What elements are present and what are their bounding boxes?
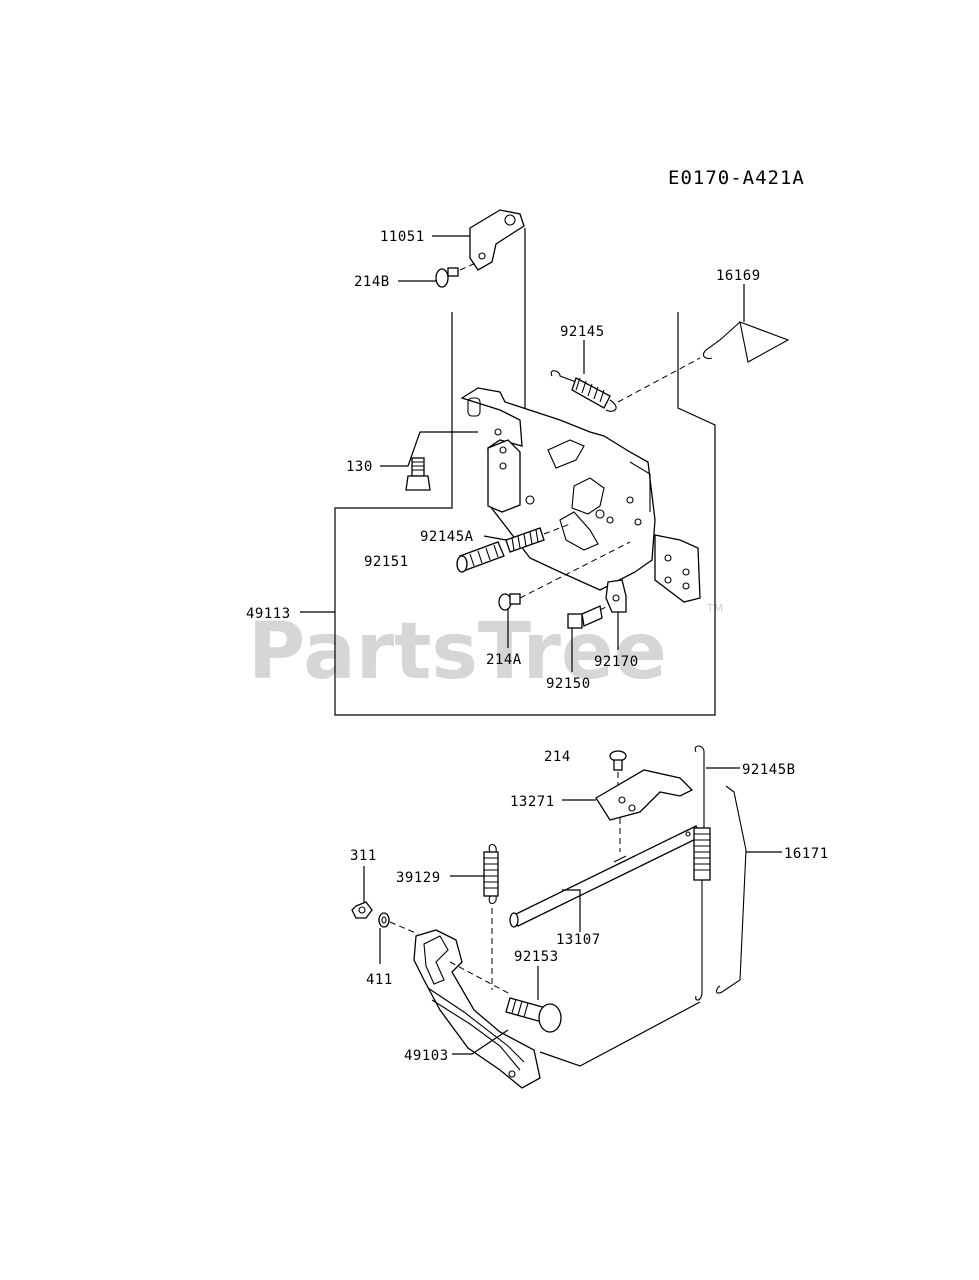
label-92145A: 92145A	[420, 529, 474, 545]
pin-92153[interactable]	[505, 997, 562, 1033]
bolt-92151[interactable]	[456, 541, 505, 573]
spring-92145B[interactable]	[693, 745, 711, 1001]
bolt-214A[interactable]	[498, 541, 631, 611]
group-frame-49113	[300, 312, 716, 716]
label-214B: 214B	[354, 274, 390, 290]
bracket-11051[interactable]	[459, 209, 525, 271]
label-16171: 16171	[784, 846, 829, 862]
bolt-130[interactable]	[405, 457, 431, 491]
leader-49103	[452, 1029, 509, 1055]
spring-39129[interactable]	[483, 843, 499, 991]
bolt-92150[interactable]	[567, 601, 617, 629]
label-411: 411	[366, 972, 393, 988]
label-311: 311	[350, 848, 377, 864]
spring-92145[interactable]	[550, 370, 617, 412]
nut-311[interactable]	[351, 901, 373, 919]
leader-13107	[562, 889, 581, 932]
rod-16171[interactable]	[715, 785, 747, 994]
label-13271: 13271	[510, 794, 555, 810]
lever-49103[interactable]	[413, 929, 541, 1089]
diagram-code: E0170-A421A	[668, 167, 805, 189]
label-49113: 49113	[246, 606, 291, 622]
label-92145: 92145	[560, 324, 605, 340]
label-214A: 214A	[486, 652, 522, 668]
label-92150: 92150	[546, 676, 591, 692]
label-11051: 11051	[380, 229, 425, 245]
spring-92145A[interactable]	[505, 523, 571, 553]
shaft-13107[interactable]	[509, 825, 703, 928]
washer-411[interactable]	[378, 912, 419, 935]
plate-13271[interactable]	[595, 769, 694, 821]
label-92170: 92170	[594, 654, 639, 670]
guide-spring-link	[539, 1001, 701, 1067]
screw-214[interactable]	[609, 750, 627, 794]
label-13107: 13107	[556, 932, 601, 948]
label-92153: 92153	[514, 949, 559, 965]
leader-130	[380, 431, 478, 467]
label-16169: 16169	[716, 268, 761, 284]
label-130: 130	[346, 459, 373, 475]
leader-92145A	[483, 535, 507, 541]
clip-92170[interactable]	[605, 579, 627, 613]
governor-plate[interactable]	[460, 387, 701, 603]
label-39129: 39129	[396, 870, 441, 886]
label-214: 214	[544, 749, 571, 765]
label-92145B: 92145B	[742, 762, 796, 778]
label-49103: 49103	[404, 1048, 449, 1064]
bolt-214B[interactable]	[435, 267, 459, 288]
watermark: PartsTree	[248, 607, 667, 697]
link-rod-16169[interactable]	[617, 321, 790, 403]
label-92151: 92151	[364, 554, 409, 570]
